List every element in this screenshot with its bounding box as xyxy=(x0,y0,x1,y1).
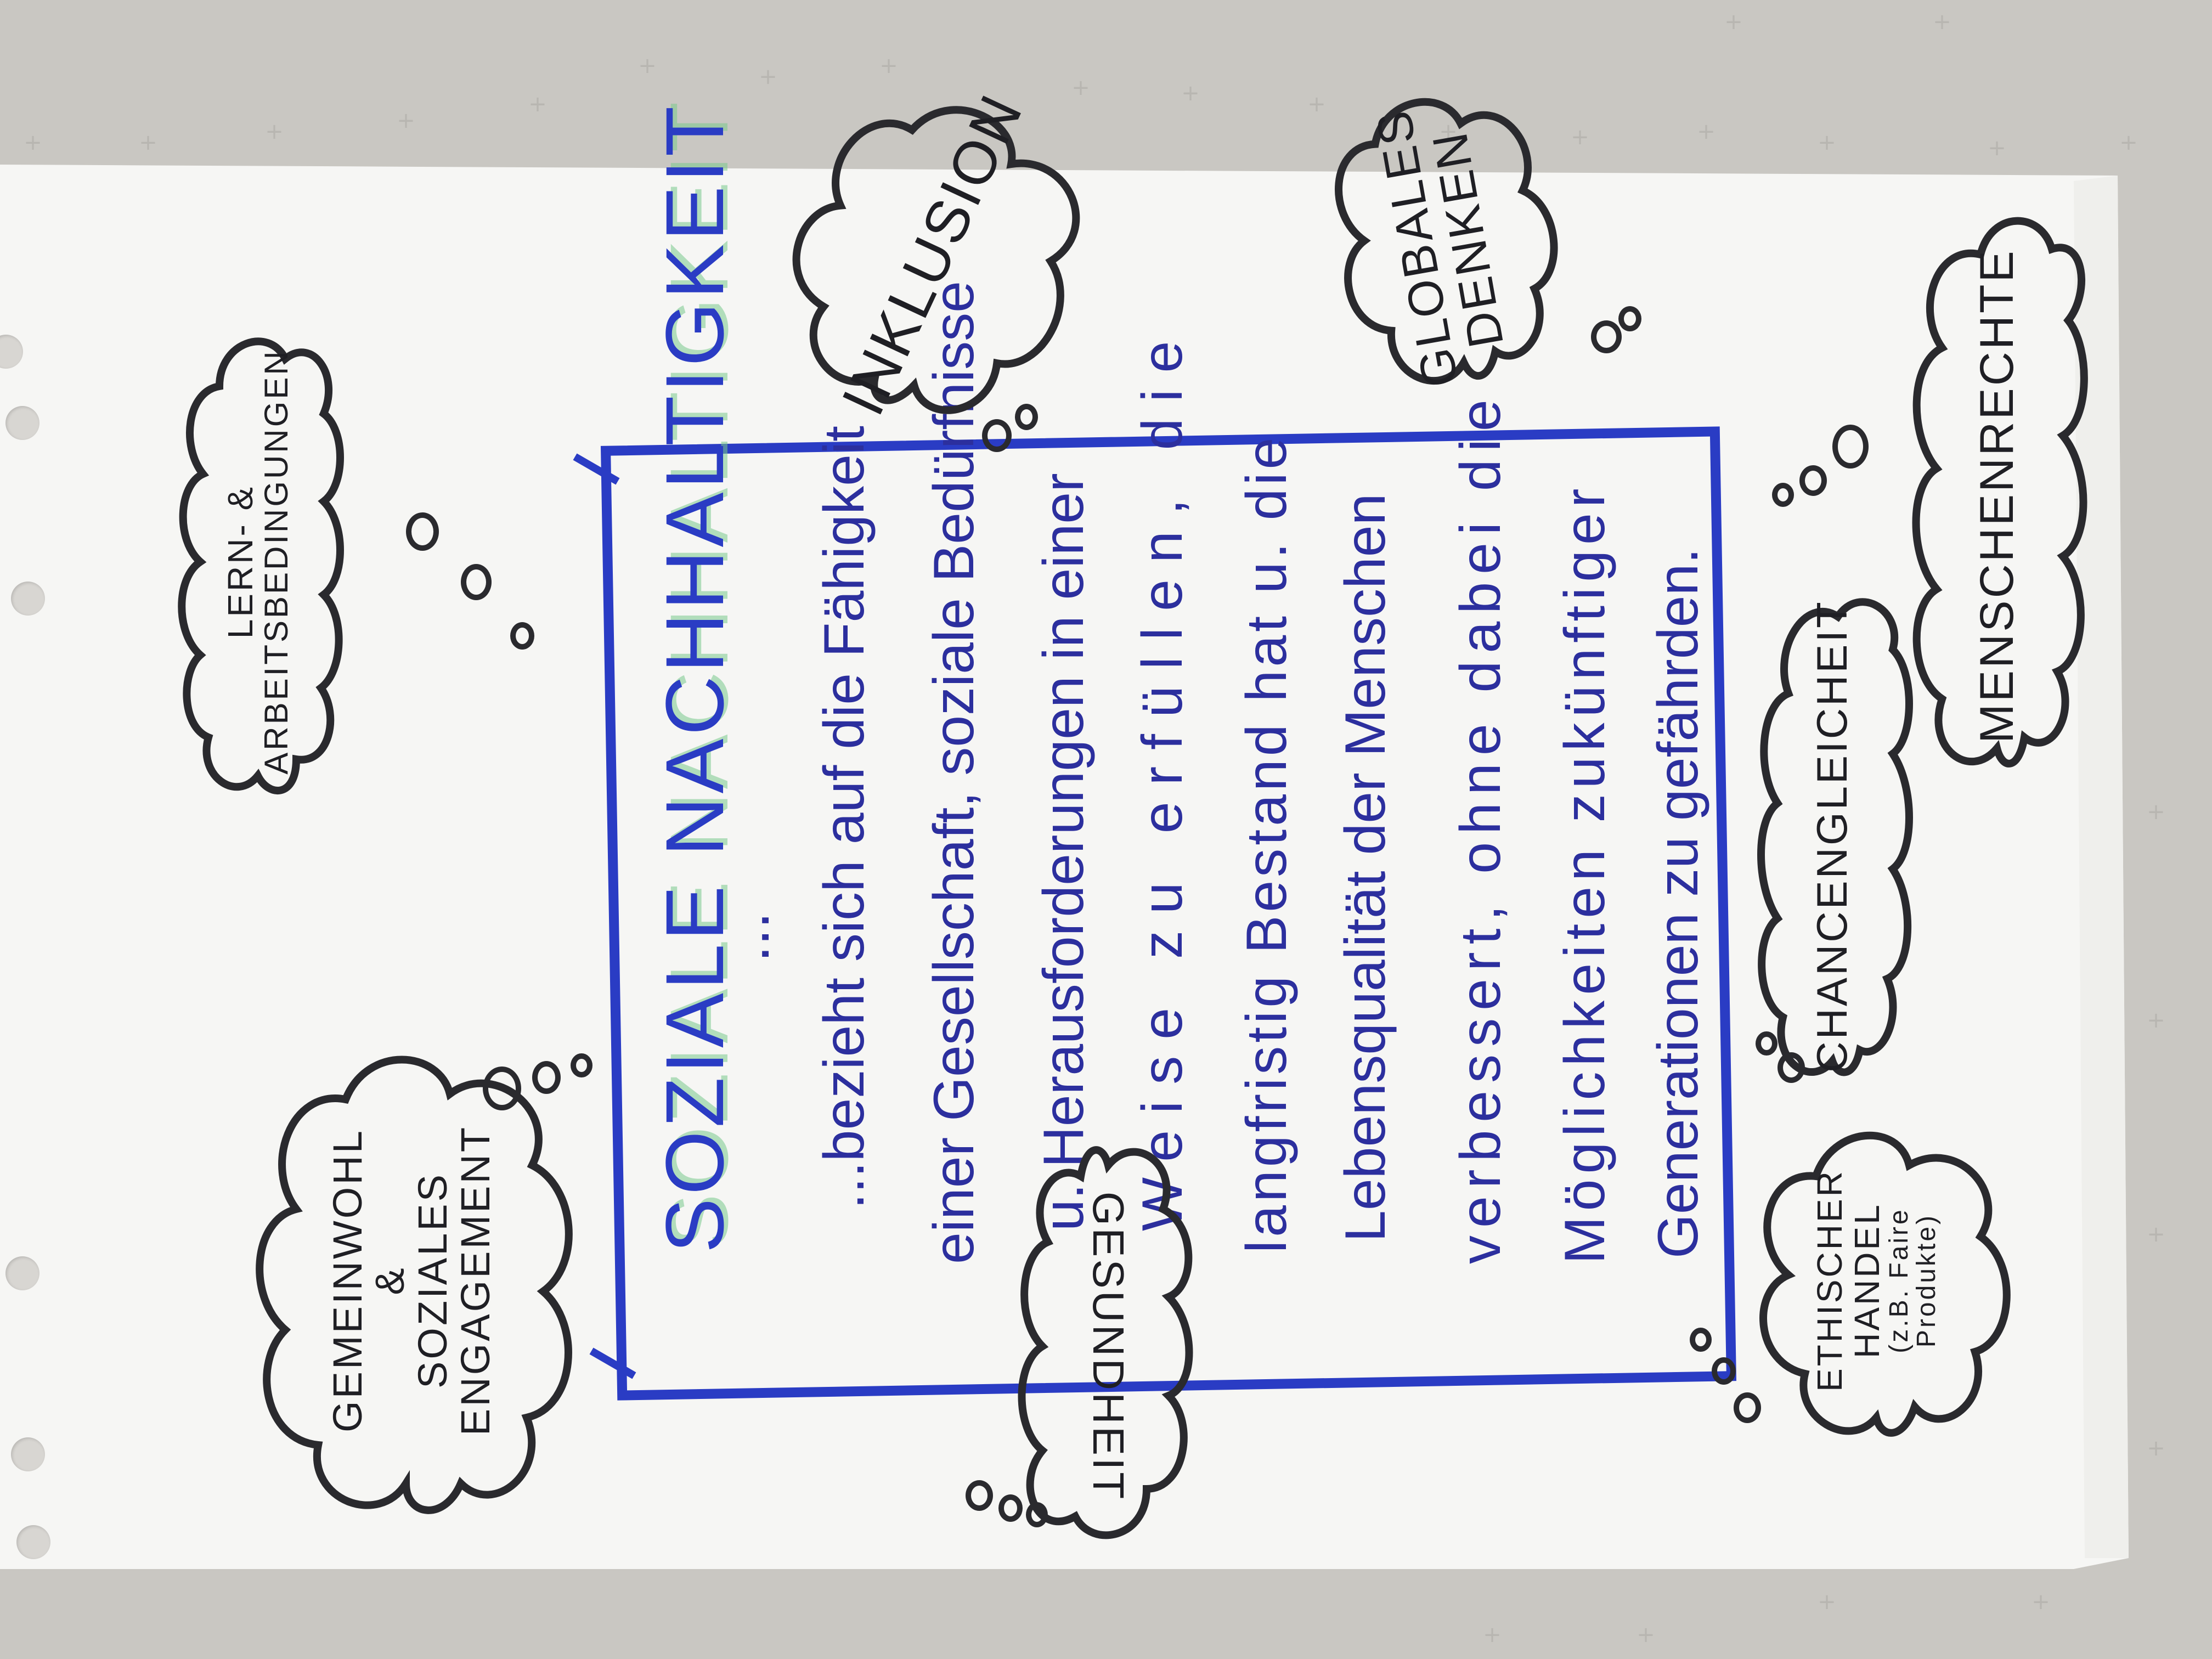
cloud-globales-denken: GLOBALES DENKEN xyxy=(1303,72,1583,415)
cloud-line: INKLUSION xyxy=(829,83,1036,425)
cloud-outline xyxy=(1757,598,1913,1076)
cloud-gesundheit: GESUNDHEIT xyxy=(1018,1132,1196,1560)
thought-bubble xyxy=(571,1053,592,1077)
cloud-line: SOZIALES xyxy=(410,1172,455,1389)
cloud-line: ETHISCHER xyxy=(1810,1169,1850,1392)
punch-hole xyxy=(5,1256,40,1290)
cloud-line: ARBEITSBEDINGUNGEN xyxy=(258,349,295,775)
thought-bubble xyxy=(982,419,1012,452)
punch-hole xyxy=(11,582,45,616)
body-line: Möglichkeiten zukünftiger xyxy=(1553,483,1617,1264)
cloud-line: HANDEL xyxy=(1847,1203,1887,1358)
body-line: Weise zu erfüllen, die xyxy=(1131,324,1194,1231)
thought-bubble xyxy=(1015,404,1038,430)
thought-bubble xyxy=(1618,306,1641,331)
cloud-lern-arbeitsbedingungen: LERN- & ARBEITSBEDINGUNGEN xyxy=(176,315,344,809)
cloud-line: (z.B. Faire xyxy=(1884,1207,1914,1353)
body-line: Generationen zu gefährden. xyxy=(1646,548,1710,1259)
thought-bubble xyxy=(1690,1328,1712,1352)
thought-bubble xyxy=(1712,1357,1736,1385)
thought-bubble xyxy=(532,1061,561,1094)
thought-bubble xyxy=(1591,320,1622,353)
body-line: langfristig Bestand hat u. die xyxy=(1235,434,1299,1253)
punch-hole xyxy=(11,1437,45,1471)
cloud-outline xyxy=(792,106,1080,414)
thought-bubble xyxy=(461,564,492,600)
body-line: u. Herausforderungen in einer xyxy=(1032,473,1096,1231)
cloud-chancengleichheit: CHANCENGLEICHEIT xyxy=(1756,584,1913,1088)
thought-bubble xyxy=(1772,483,1794,507)
cloud-ethischer-handel: ETHISCHER HANDEL (z.B. Faire Produkte) xyxy=(1745,1110,2011,1451)
cloud-line: GESUNDHEIT xyxy=(1084,1191,1133,1502)
punch-hole xyxy=(5,406,40,440)
body-line: verbessert, ohne dabei die xyxy=(1449,392,1513,1264)
punch-hole xyxy=(16,1525,50,1559)
main-title: SOZIALE NACHHALTIGKEIT xyxy=(648,103,741,1253)
thought-bubble xyxy=(406,512,439,551)
thought-bubble xyxy=(1734,1392,1761,1423)
thought-bubble xyxy=(966,1480,993,1511)
body-line: Lebensqualität der Menschen xyxy=(1334,493,1397,1243)
thought-bubble xyxy=(1026,1502,1048,1527)
cloud-outline xyxy=(1912,217,2088,768)
thought-bubble xyxy=(1799,465,1827,496)
cloud-line: ENGAGEMENT xyxy=(452,1125,498,1436)
cloud-inklusion: INKLUSION xyxy=(721,36,1144,474)
title-ellipsis: ... xyxy=(714,912,782,962)
cloud-line: Produkte) xyxy=(1912,1213,1942,1348)
cloud-line: CHANCENGLEICHEIT xyxy=(1808,600,1857,1073)
cloud-line: GEMEINWOHL xyxy=(324,1128,370,1432)
cloud-gemeinwohl: GEMEINWOHL & SOZIALES ENGAGEMENT xyxy=(241,1034,582,1527)
cloud-line: & xyxy=(367,1266,413,1295)
cloud-menschenrechte: MENSCHENRECHTE xyxy=(1909,211,2088,781)
body-line: ...bezieht sich auf die Fähigkeit xyxy=(812,426,876,1209)
thought-bubble xyxy=(483,1066,521,1110)
cloud-line: LERN- & xyxy=(220,484,260,639)
cloud-outline xyxy=(1759,1131,2011,1437)
cloud-outline xyxy=(1018,1146,1193,1539)
cloud-line: MENSCHENRECHTE xyxy=(1970,249,2023,743)
cloud-outline xyxy=(256,1056,573,1514)
thought-bubble xyxy=(1832,425,1869,469)
thought-bubble xyxy=(998,1494,1023,1522)
thought-bubble xyxy=(1778,1052,1805,1083)
cloud-outline xyxy=(178,337,344,794)
thought-bubble xyxy=(510,622,534,650)
cloud-outline xyxy=(1335,98,1558,385)
thought-bubble xyxy=(1756,1031,1778,1056)
